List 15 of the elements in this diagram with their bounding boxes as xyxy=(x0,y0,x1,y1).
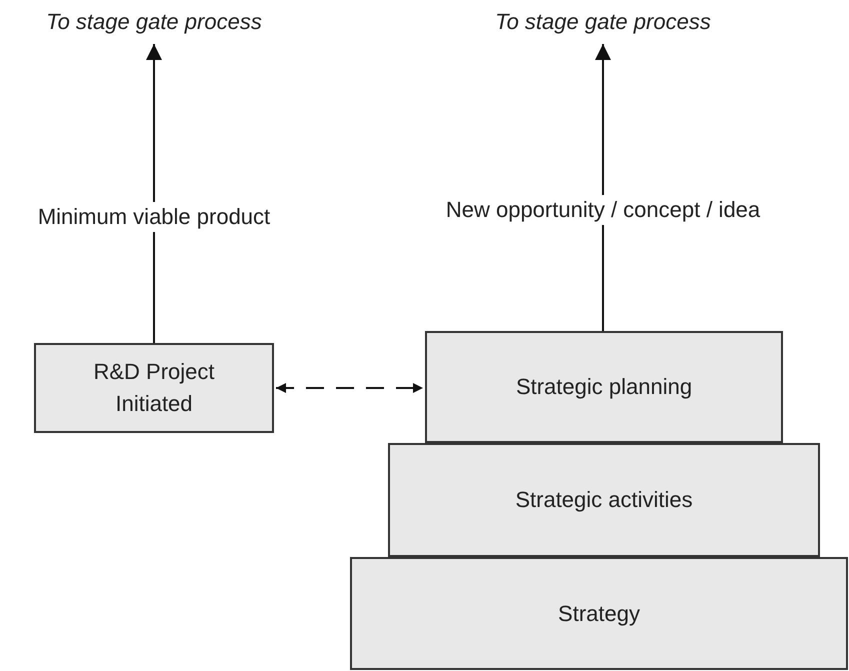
box-text: Strategic planning xyxy=(514,373,694,402)
arrow xyxy=(146,44,162,343)
arrow xyxy=(595,44,611,331)
edge-label: New opportunity / concept / idea xyxy=(446,195,760,226)
process-box xyxy=(425,331,783,443)
edge-label: Minimum viable product xyxy=(38,202,270,232)
box-text: Strategy xyxy=(557,600,641,628)
process-box xyxy=(34,343,274,433)
arrow xyxy=(276,383,423,393)
destination-text: To stage gate process xyxy=(14,4,294,40)
destination-text: To stage gate process xyxy=(462,4,744,40)
box-text: Strategic activities xyxy=(514,486,694,514)
box-text: R&D Project Initiated xyxy=(92,358,216,418)
process-box xyxy=(350,557,848,670)
process-box xyxy=(388,443,820,557)
